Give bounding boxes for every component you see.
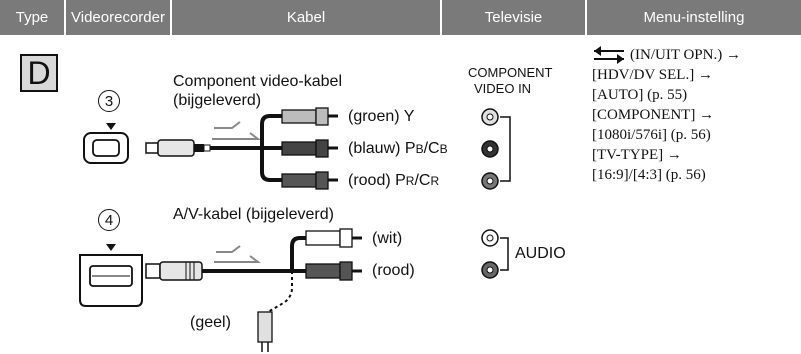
header-videorecorder: Videorecorder (66, 0, 172, 35)
header-televisie: Televisie (442, 0, 587, 35)
label-green-y: (groen) Y (348, 108, 415, 125)
menu-line-5: [1080i/576i] (p. 56) (592, 127, 711, 143)
step-number-3: 3 (98, 90, 120, 112)
label-blue-pb-cb: (blauw) PB/CB (348, 140, 448, 157)
menu-line-4: [COMPONENT] → (592, 107, 715, 123)
yellow-plug-icon (257, 311, 273, 352)
label-white: (wit) (372, 230, 403, 247)
menu-line-3: [AUTO] (p. 55) (592, 87, 688, 103)
header-kabel: Kabel (172, 0, 442, 35)
tv-audio-jacks-icon (481, 229, 509, 279)
label-red-audio: (rood) (372, 262, 415, 279)
white-plug-icon (305, 228, 362, 248)
av-cable-title: A/V-kabel (bijgeleverd) (173, 206, 334, 223)
tv-component-label-line1: COMPONENT (468, 65, 553, 80)
component-port-icon (83, 123, 129, 164)
menu-line-1: (IN/UIT OPN.) → (630, 47, 741, 63)
step-number-4: 4 (98, 209, 120, 231)
type-letter-box: D (20, 54, 58, 92)
tv-component-label-line2: VIDEO IN (474, 81, 532, 96)
label-red-pr-cr: (rood) PR/CR (348, 172, 440, 189)
av-port-icon (79, 244, 143, 307)
tv-component-jacks-icon (481, 108, 511, 190)
header-type: Type (0, 0, 66, 35)
green-plug-icon (281, 107, 338, 126)
label-yellow: (geel) (190, 314, 231, 331)
component-cable-title-line2: (bijgeleverd) (173, 92, 262, 109)
menu-line-7: [16:9]/[4:3] (p. 56) (592, 167, 706, 183)
av-plug-icon (145, 261, 292, 281)
header-menu-instelling: Menu-instelling (587, 0, 801, 35)
menu-line-2: [HDV/DV SEL.] → (592, 67, 713, 83)
red-plug-icon (281, 171, 338, 190)
component-plug-icon (145, 139, 262, 157)
swap-arrows-icon (594, 46, 624, 64)
menu-line-6: [TV-TYPE] → (592, 147, 682, 163)
blue-plug-icon (281, 139, 338, 158)
component-cable-title-line1: Component video-kabel (173, 73, 342, 90)
red-audio-plug-icon (305, 261, 362, 281)
tv-audio-label: AUDIO (515, 245, 566, 262)
